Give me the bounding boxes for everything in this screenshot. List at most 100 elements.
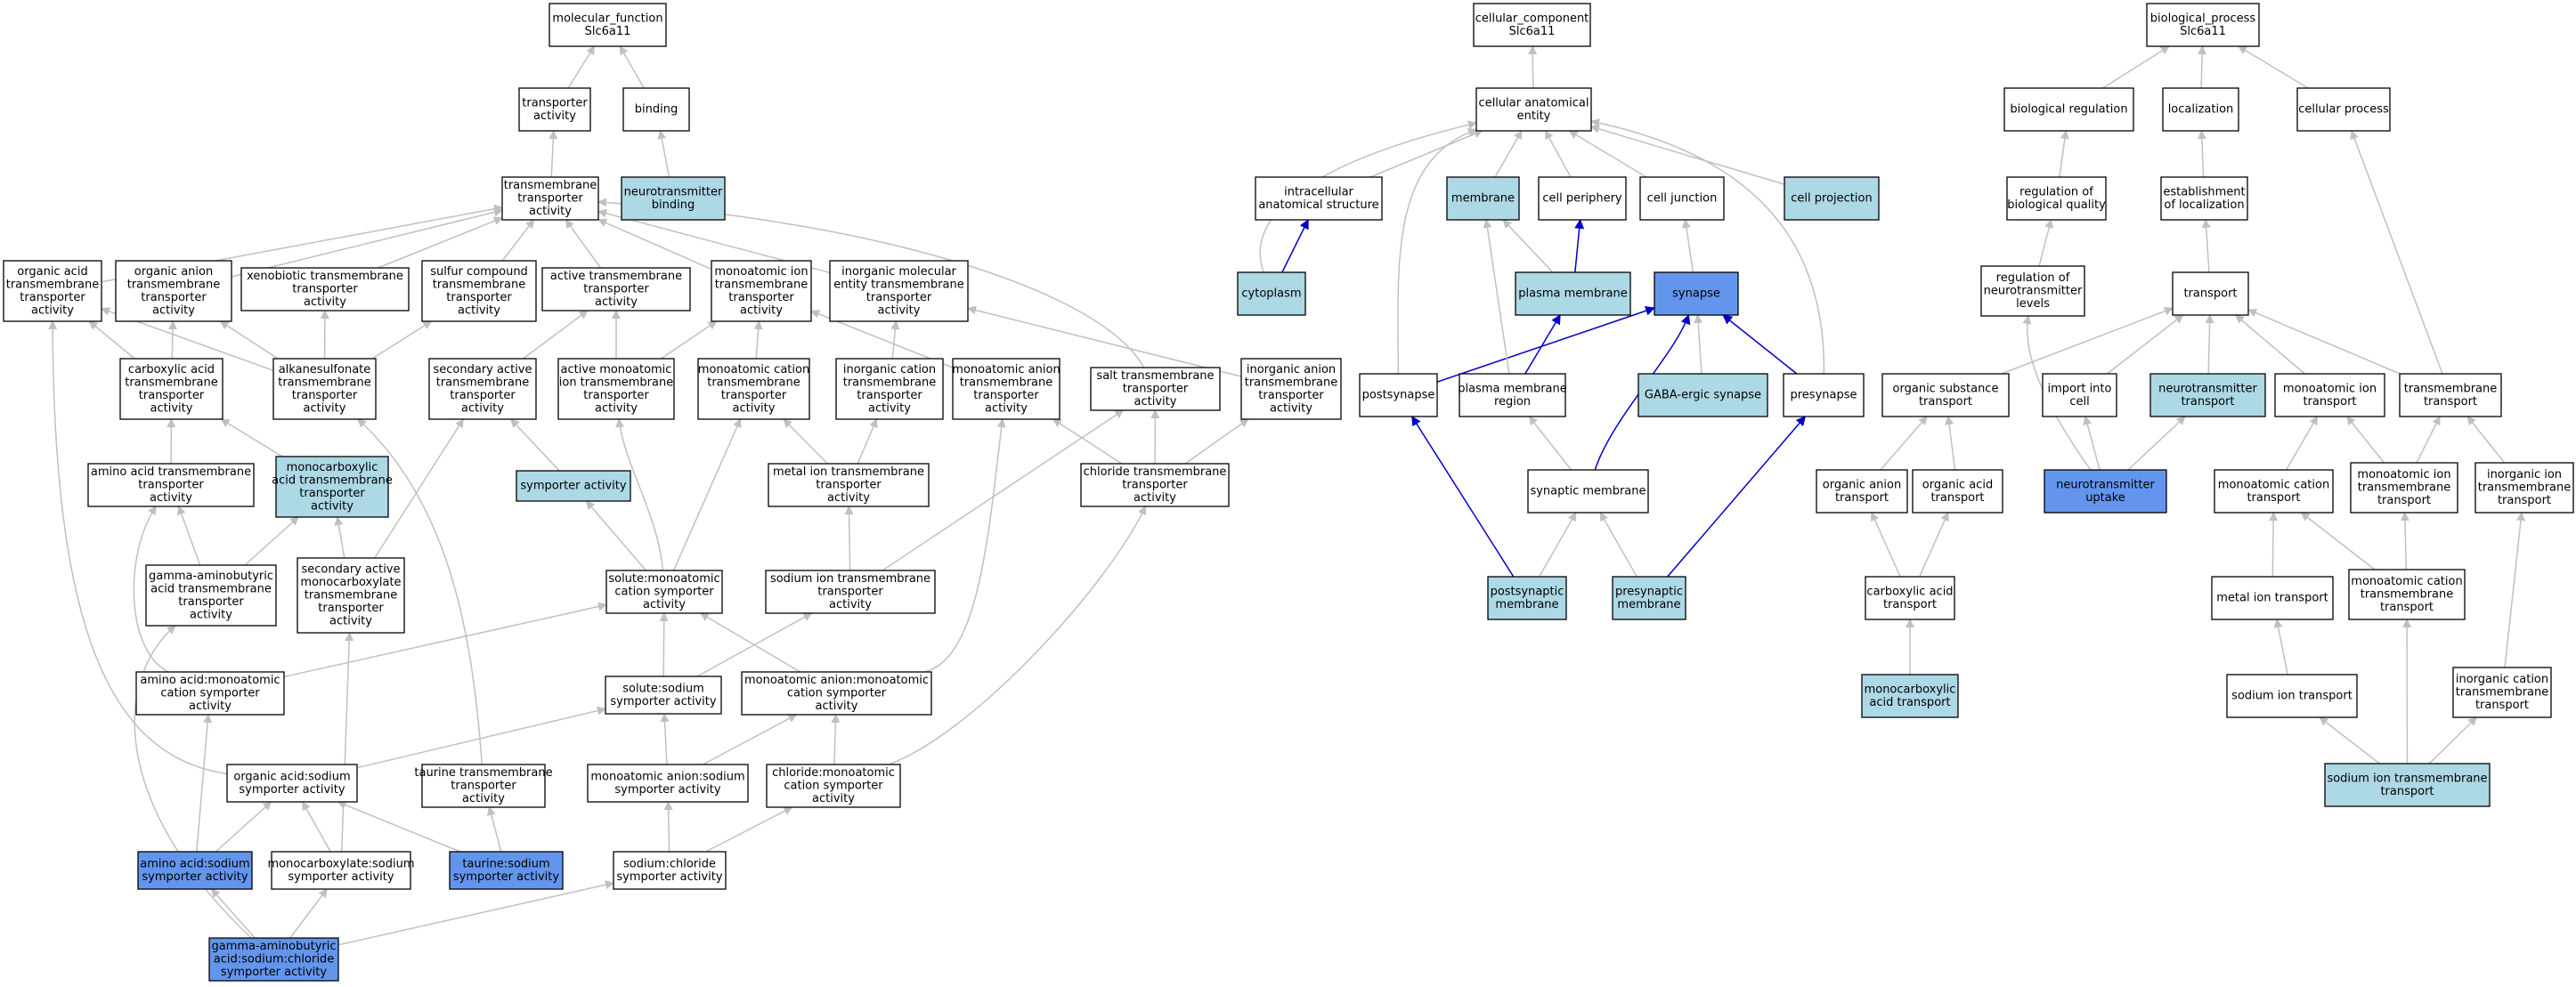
node-label-line: transport bbox=[1930, 491, 1984, 505]
go-term-sodium-ion-transport[interactable]: sodium ion transport bbox=[2226, 674, 2358, 718]
go-term-cell-periphery[interactable]: cell periphery bbox=[1538, 176, 1627, 221]
node-label-line: activity bbox=[829, 598, 872, 611]
node-label-line: establishment bbox=[2163, 185, 2245, 198]
go-term-cellular-process[interactable]: cellular process bbox=[2296, 87, 2391, 132]
go-term-membrane[interactable]: membrane bbox=[1446, 176, 1520, 221]
go-term-monoatomic-cation-tm[interactable]: monoatomic cationtransmembranetransporte… bbox=[697, 358, 810, 420]
go-term-transport[interactable]: transport bbox=[2172, 271, 2249, 316]
node-label-line: transmembrane bbox=[504, 179, 597, 192]
go-term-gaba-sodium-chloride[interactable]: gamma-aminobutyricacid:sodium:chloridesy… bbox=[208, 937, 339, 982]
go-term-synapse[interactable]: synapse bbox=[1654, 271, 1739, 316]
go-term-inorganic-anion-tm[interactable]: inorganic aniontransmembranetransportera… bbox=[1240, 358, 1342, 420]
go-term-xenobiotic-tm[interactable]: xenobiotic transmembranetransporteractiv… bbox=[240, 267, 410, 311]
edge-sodium_chloride_symporter-to-chloride_cation_symporter bbox=[705, 806, 793, 853]
go-term-presynapse[interactable]: presynapse bbox=[1783, 373, 1865, 417]
node-label-line: chloride:monoatomic bbox=[772, 766, 895, 780]
go-term-organic-acid-tm[interactable]: organic acidtransmembranetransporteracti… bbox=[3, 260, 102, 322]
go-term-alkanesulfonate-tm[interactable]: alkanesulfonatetransmembranetransportera… bbox=[272, 358, 377, 420]
go-term-cytoplasm[interactable]: cytoplasm bbox=[1237, 271, 1306, 316]
edge-line bbox=[486, 806, 502, 853]
go-term-metal-ion-tm[interactable]: metal ion transmembranetransporteractivi… bbox=[768, 463, 930, 507]
go-term-organic-anion-tm[interactable]: organic aniontransmembranetransporteract… bbox=[115, 260, 232, 322]
go-term-chloride-tm[interactable]: chloride transmembranetransporteractivit… bbox=[1080, 463, 1230, 507]
go-term-symporter[interactable]: symporter activity bbox=[516, 470, 631, 502]
edge-monoatomic_ion_transport-to-transport bbox=[2234, 314, 2305, 375]
go-term-sodium-ion-tm[interactable]: sodium ion transmembranetransporteractiv… bbox=[765, 570, 936, 614]
node-label-line: monocarboxylate bbox=[300, 576, 401, 589]
node-label-line: levels bbox=[2016, 297, 2050, 311]
go-term-inorganic-cation-tm[interactable]: inorganic cationtransmembranetransporter… bbox=[835, 358, 944, 420]
go-term-binding[interactable]: binding bbox=[622, 87, 690, 132]
go-term-plasma-membrane[interactable]: plasma membrane bbox=[1515, 271, 1631, 316]
go-term-postsynapse[interactable]: postsynapse bbox=[1359, 373, 1438, 417]
go-term-cell-projection[interactable]: cell projection bbox=[1784, 176, 1880, 221]
node-box bbox=[1637, 373, 1768, 417]
edge-organic_acid_sodium-to-organic_acid_tm bbox=[48, 320, 228, 775]
go-term-synaptic-membrane[interactable]: synaptic membrane bbox=[1527, 469, 1649, 514]
go-term-monoatomic-anion-tm[interactable]: monoatomic aniontransmembranetransporter… bbox=[952, 358, 1060, 420]
go-term-metal-ion-transport[interactable]: metal ion transport bbox=[2211, 576, 2334, 620]
go-term-carboxylic-tm[interactable]: carboxylic acidtransmembranetransportera… bbox=[119, 358, 223, 420]
go-term-secondary-active-tm[interactable]: secondary activetransmembranetransporter… bbox=[428, 358, 537, 420]
go-term-sulfur-tm[interactable]: sulfur compoundtransmembranetransportera… bbox=[421, 260, 537, 322]
go-term-bio-regulation[interactable]: biological regulation bbox=[2003, 87, 2134, 132]
go-term-monoatomic-ion-tm[interactable]: monoatomic iontransmembranetransporterac… bbox=[711, 260, 812, 322]
edge-sodium_ion_tm-to-salt_tm bbox=[882, 409, 1125, 571]
go-term-localization[interactable]: localization bbox=[2162, 87, 2239, 132]
node-label-line: acid transport bbox=[1869, 696, 1950, 709]
edge-establishment_loc-to-localization bbox=[2197, 130, 2206, 178]
go-term-sec-monocarboxylate[interactable]: secondary activemonocarboxylatetransmemb… bbox=[297, 557, 405, 634]
go-term-cell-junction[interactable]: cell junction bbox=[1639, 176, 1725, 221]
go-term-gaba-synapse[interactable]: GABA-ergic synapse bbox=[1637, 373, 1768, 417]
go-term-amino-acid-tm[interactable]: amino acid transmembranetransporteractiv… bbox=[87, 463, 255, 507]
